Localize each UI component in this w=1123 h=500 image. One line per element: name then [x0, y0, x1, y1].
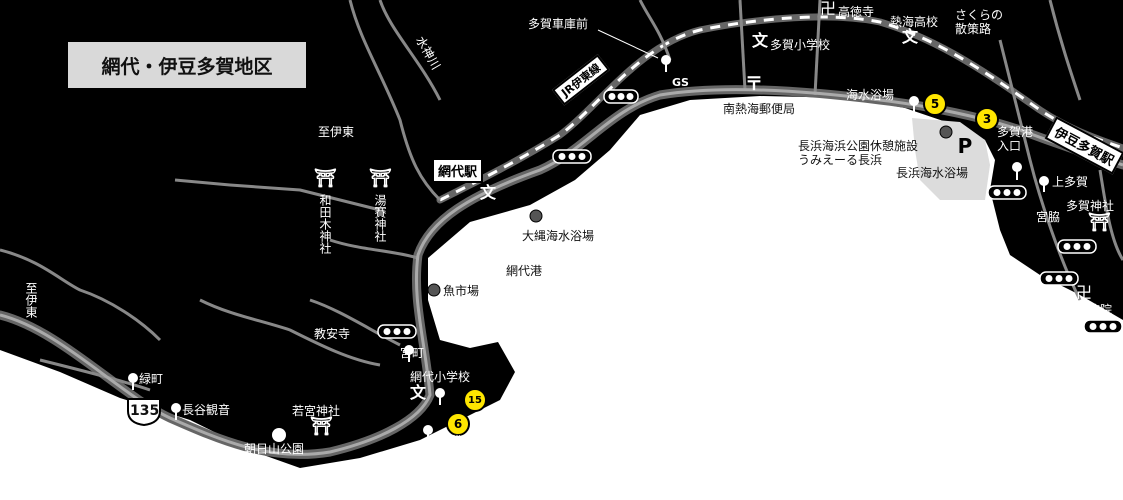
label-to-ito-north: 至伊東	[318, 125, 355, 139]
park-point-icon	[272, 428, 286, 442]
school-icon: 文	[480, 183, 497, 202]
shrine-icon: ⛩	[310, 416, 333, 437]
label-asahiyama-park: 朝日山公園	[244, 442, 305, 456]
school-icon: 文	[902, 27, 919, 46]
beach-area	[912, 118, 990, 200]
label-taga-garage: 多賀車庫前	[528, 17, 589, 31]
bus-stop-icon	[128, 55, 1049, 442]
temple-icon: 卍	[1076, 283, 1093, 302]
route-135-shield-icon	[127, 398, 161, 427]
label-nagahama-beach: 長浜海水浴場	[896, 166, 969, 180]
post-office-icon: 〒	[745, 74, 763, 95]
label-kami-taga: 上多賀	[1052, 175, 1089, 189]
label-ajiro-elementary: 網代小学校	[410, 370, 471, 384]
label-taga-shrine: 多賀神社	[1066, 199, 1115, 213]
label-ajiro-port: 網代港	[506, 264, 543, 278]
label-atami-high: 熱海高校	[890, 15, 939, 29]
point-icon	[427, 125, 953, 297]
school-icon: 文	[410, 383, 427, 402]
label-wadaki-shrine: 和田木神社	[318, 194, 332, 254]
label-miyamachi: 宮町	[400, 346, 425, 360]
label-beach-top: 海水浴場	[846, 88, 895, 102]
label-ohama-beach: 大縄海水浴場	[522, 229, 595, 243]
badge-5[interactable]: 5	[923, 92, 947, 116]
label-hasedani: 長谷観音	[182, 403, 231, 417]
shrine-icon: ⛩	[369, 168, 392, 189]
temple-icon: 卍	[820, 0, 837, 18]
label-ajiro-asahi: 網代旭町	[438, 434, 487, 448]
label-midorimachi: 緑町	[139, 372, 164, 386]
label-wakamiya-shrine: 若宮神社	[292, 404, 341, 418]
label-nagahama-park: 長浜海浜公園休憩施設 うみえーる長浜	[798, 139, 919, 167]
label-yusu-shrine: 湯賽神社	[373, 194, 387, 242]
label-sakura-path: さくらの 散策路	[955, 8, 1004, 36]
parking-icon[interactable]: P	[957, 134, 973, 158]
shrine-icon: ⛩	[1088, 212, 1111, 233]
route-135-label: 135	[130, 403, 160, 419]
label-taga-elementary: 多賀小学校	[770, 38, 831, 52]
label-minami-atami-post: 南熱海郵便局	[723, 102, 796, 116]
badge-15[interactable]: 15	[463, 388, 487, 412]
badge-6[interactable]: 6	[446, 412, 470, 436]
label-taga-port: 多賀港 入口	[997, 125, 1034, 153]
shrine-icon: ⛩	[314, 168, 337, 189]
label-miyawaki: 宮脇	[1036, 210, 1061, 224]
map-title: 網代・伊豆多賀地区	[68, 42, 306, 88]
label-fish-market: 魚市場	[443, 284, 480, 298]
badge-3[interactable]: 3	[975, 107, 999, 131]
label-koutokuji: 高徳寺	[838, 5, 875, 19]
gas-station-label: GS	[672, 76, 689, 89]
label-keitokuin: 景徳院	[1076, 303, 1113, 317]
ajiro-station[interactable]: 網代駅	[432, 158, 484, 183]
sea-area	[0, 96, 1123, 500]
school-icon: 文	[752, 31, 769, 50]
label-to-ito-west: 至伊東	[24, 282, 38, 318]
label-kyoanji: 教安寺	[314, 327, 351, 341]
